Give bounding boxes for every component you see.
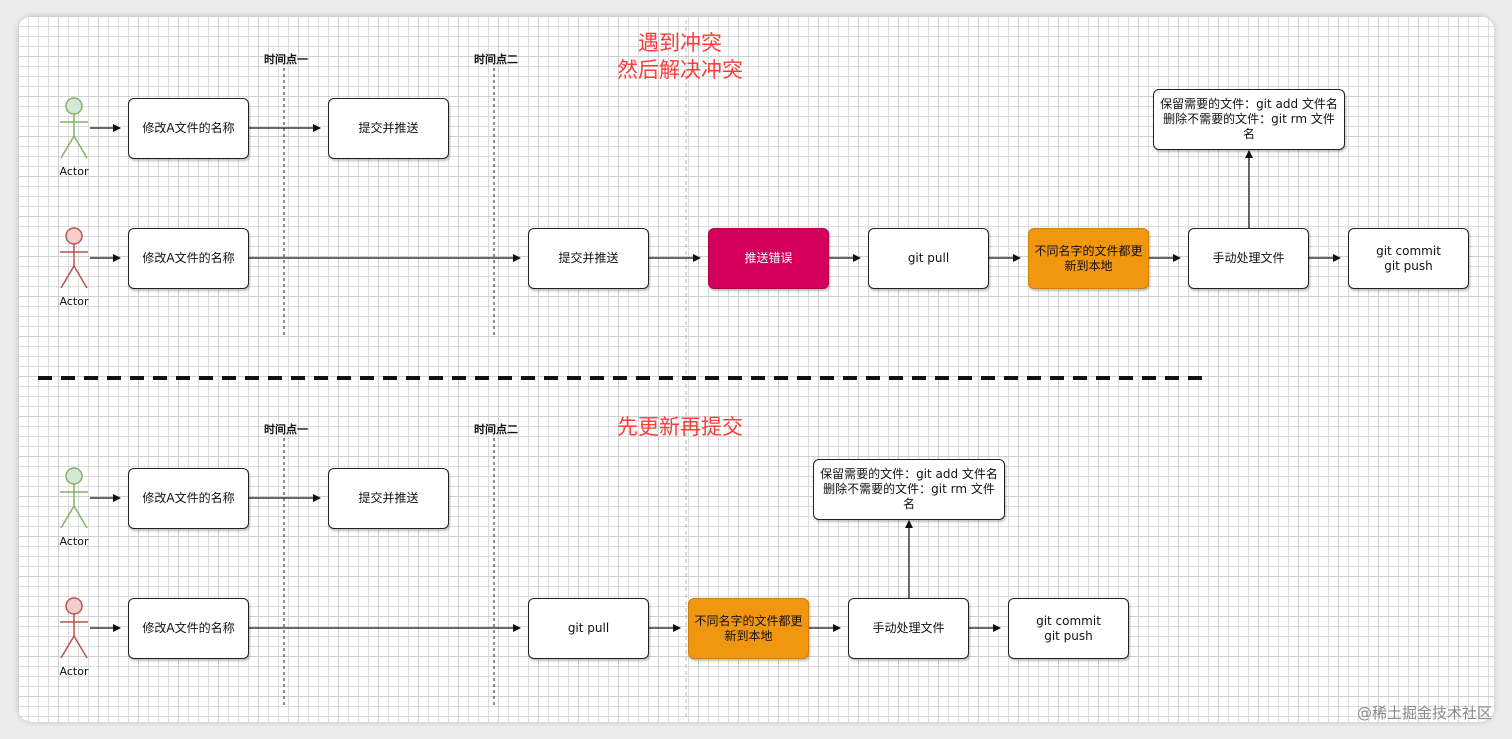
timepoint-2-label: 时间点二 <box>474 423 518 436</box>
watermark: @稀土掘金技术社区 <box>1356 704 1492 722</box>
section2-title: 先更新再提交 <box>617 415 743 439</box>
manual-handle-node[interactable]: 手动处理文件 <box>1188 228 1309 289</box>
handle-note-node[interactable]: 保留需要的文件：git add 文件名 删除不需要的文件：git rm 文件名 <box>813 459 1005 520</box>
rename-file-node[interactable]: 修改A文件的名称 <box>128 228 249 289</box>
rename-file-node[interactable]: 修改A文件的名称 <box>128 468 249 529</box>
update-local-node[interactable]: 不同名字的文件都更 新到本地 <box>1028 228 1149 289</box>
commit-push-node[interactable]: 提交并推送 <box>328 98 449 159</box>
actor-label: Actor <box>59 165 89 178</box>
actor-green-icon <box>60 97 88 159</box>
actor-green-icon <box>60 467 88 529</box>
push-error-node[interactable]: 推送错误 <box>708 228 829 289</box>
rename-file-node[interactable]: 修改A文件的名称 <box>128 598 249 659</box>
actor-red-icon <box>60 597 88 659</box>
handle-note-node[interactable]: 保留需要的文件：git add 文件名 删除不需要的文件：git rm 文件名 <box>1153 89 1345 150</box>
timepoint-1-label: 时间点一 <box>264 53 308 66</box>
timepoint-2-label: 时间点二 <box>474 53 518 66</box>
update-local-node[interactable]: 不同名字的文件都更 新到本地 <box>688 598 809 659</box>
commit-push-node[interactable]: 提交并推送 <box>328 468 449 529</box>
git-pull-node[interactable]: git pull <box>868 228 989 289</box>
actor-label: Actor <box>59 665 89 678</box>
timepoint-1-label: 时间点一 <box>264 423 308 436</box>
manual-handle-node[interactable]: 手动处理文件 <box>848 598 969 659</box>
git-pull-node[interactable]: git pull <box>528 598 649 659</box>
commit-push-final-node[interactable]: git commit git push <box>1348 228 1469 289</box>
commit-push-final-node[interactable]: git commit git push <box>1008 598 1129 659</box>
actor-label: Actor <box>59 295 89 308</box>
actor-label: Actor <box>59 535 89 548</box>
commit-push-node[interactable]: 提交并推送 <box>528 228 649 289</box>
rename-file-node[interactable]: 修改A文件的名称 <box>128 98 249 159</box>
section1-title: 遇到冲突 然后解决冲突 <box>617 31 743 82</box>
actor-red-icon <box>60 227 88 289</box>
